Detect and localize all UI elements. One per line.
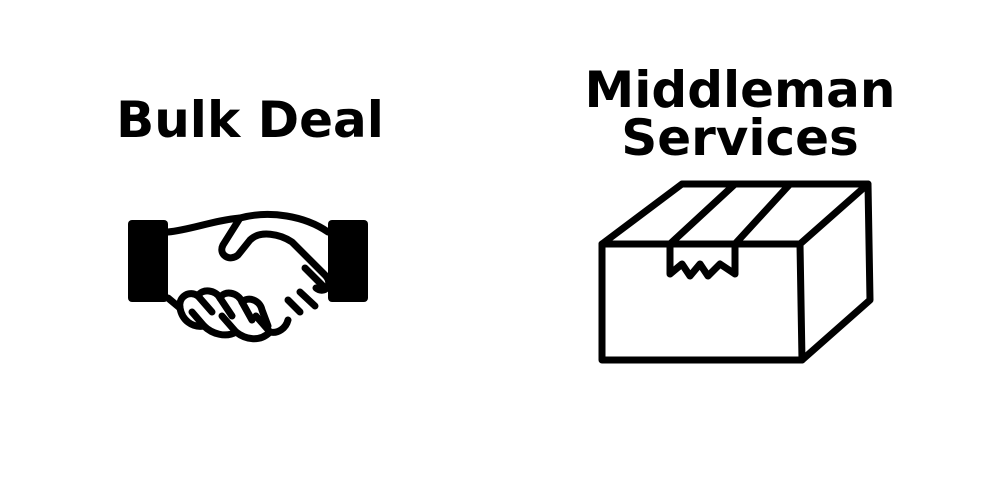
cardboard-box-icon [598, 180, 874, 364]
middleman-services-title: Middleman Services [560, 61, 920, 167]
title-line-1: Middleman [584, 61, 896, 119]
handshake-icon [128, 210, 368, 343]
title-line-2: Services [621, 109, 859, 167]
bulk-deal-title: Bulk Deal [116, 91, 384, 149]
